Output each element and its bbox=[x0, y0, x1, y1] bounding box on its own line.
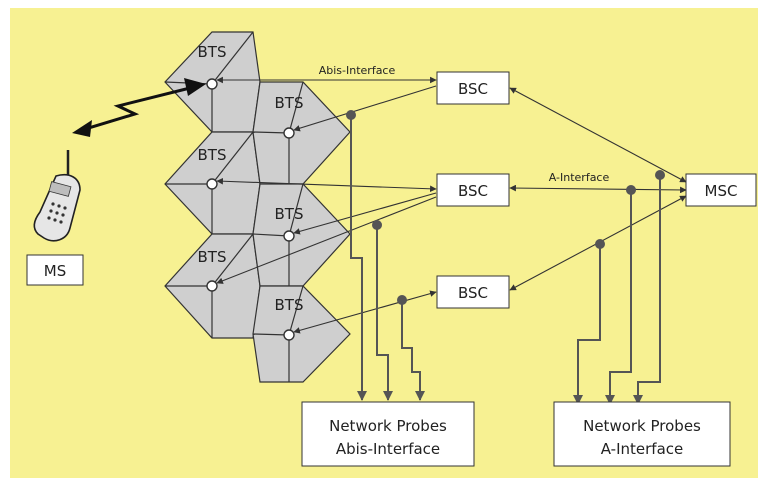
bts-node-2 bbox=[206, 178, 218, 190]
abis-probe-taps bbox=[350, 115, 425, 401]
a-probe-title: Network Probes bbox=[583, 417, 701, 435]
a-probe-subtitle: A-Interface bbox=[601, 440, 684, 458]
msc-label: MSC bbox=[705, 182, 738, 200]
bsc-label-2: BSC bbox=[458, 182, 488, 200]
bts-label-5: BTS bbox=[275, 205, 304, 223]
bsc-box-2 bbox=[436, 173, 510, 207]
bts-label-1: BTS bbox=[198, 43, 227, 61]
bsc-label-3: BSC bbox=[458, 284, 488, 302]
bts-node-1 bbox=[206, 78, 218, 90]
ms-box bbox=[26, 254, 84, 286]
a-probe-taps bbox=[573, 175, 661, 405]
bts-node-4 bbox=[283, 127, 295, 139]
bts-node-6 bbox=[283, 329, 295, 341]
a-tap-points bbox=[595, 170, 665, 249]
radio-link-icon bbox=[72, 78, 206, 137]
bts-node-5 bbox=[283, 230, 295, 242]
abis-probe-title: Network Probes bbox=[329, 417, 447, 435]
bts-nodes bbox=[206, 78, 295, 341]
bts-node-3 bbox=[206, 280, 218, 292]
a-probe-box bbox=[553, 401, 731, 467]
abis-probe-box bbox=[301, 401, 475, 467]
a-interface-label: A-Interface bbox=[549, 171, 610, 184]
bts-label-6: BTS bbox=[275, 296, 304, 314]
msc-box bbox=[685, 173, 757, 207]
bsc-box-1 bbox=[436, 71, 510, 105]
abis-probe-subtitle: Abis-Interface bbox=[336, 440, 440, 458]
bts-label-4: BTS bbox=[275, 94, 304, 112]
bts-bsc-links bbox=[216, 76, 437, 334]
ms-label: MS bbox=[44, 262, 66, 280]
abis-tap-points bbox=[346, 110, 407, 305]
bts-label-3: BTS bbox=[198, 248, 227, 266]
bsc-label-1: BSC bbox=[458, 80, 488, 98]
bts-label-2: BTS bbox=[198, 146, 227, 164]
bsc-box-3 bbox=[436, 275, 510, 309]
mobile-phone-icon bbox=[33, 150, 81, 242]
cell-sectors bbox=[164, 31, 304, 382]
abis-interface-label: Abis-Interface bbox=[319, 64, 396, 77]
